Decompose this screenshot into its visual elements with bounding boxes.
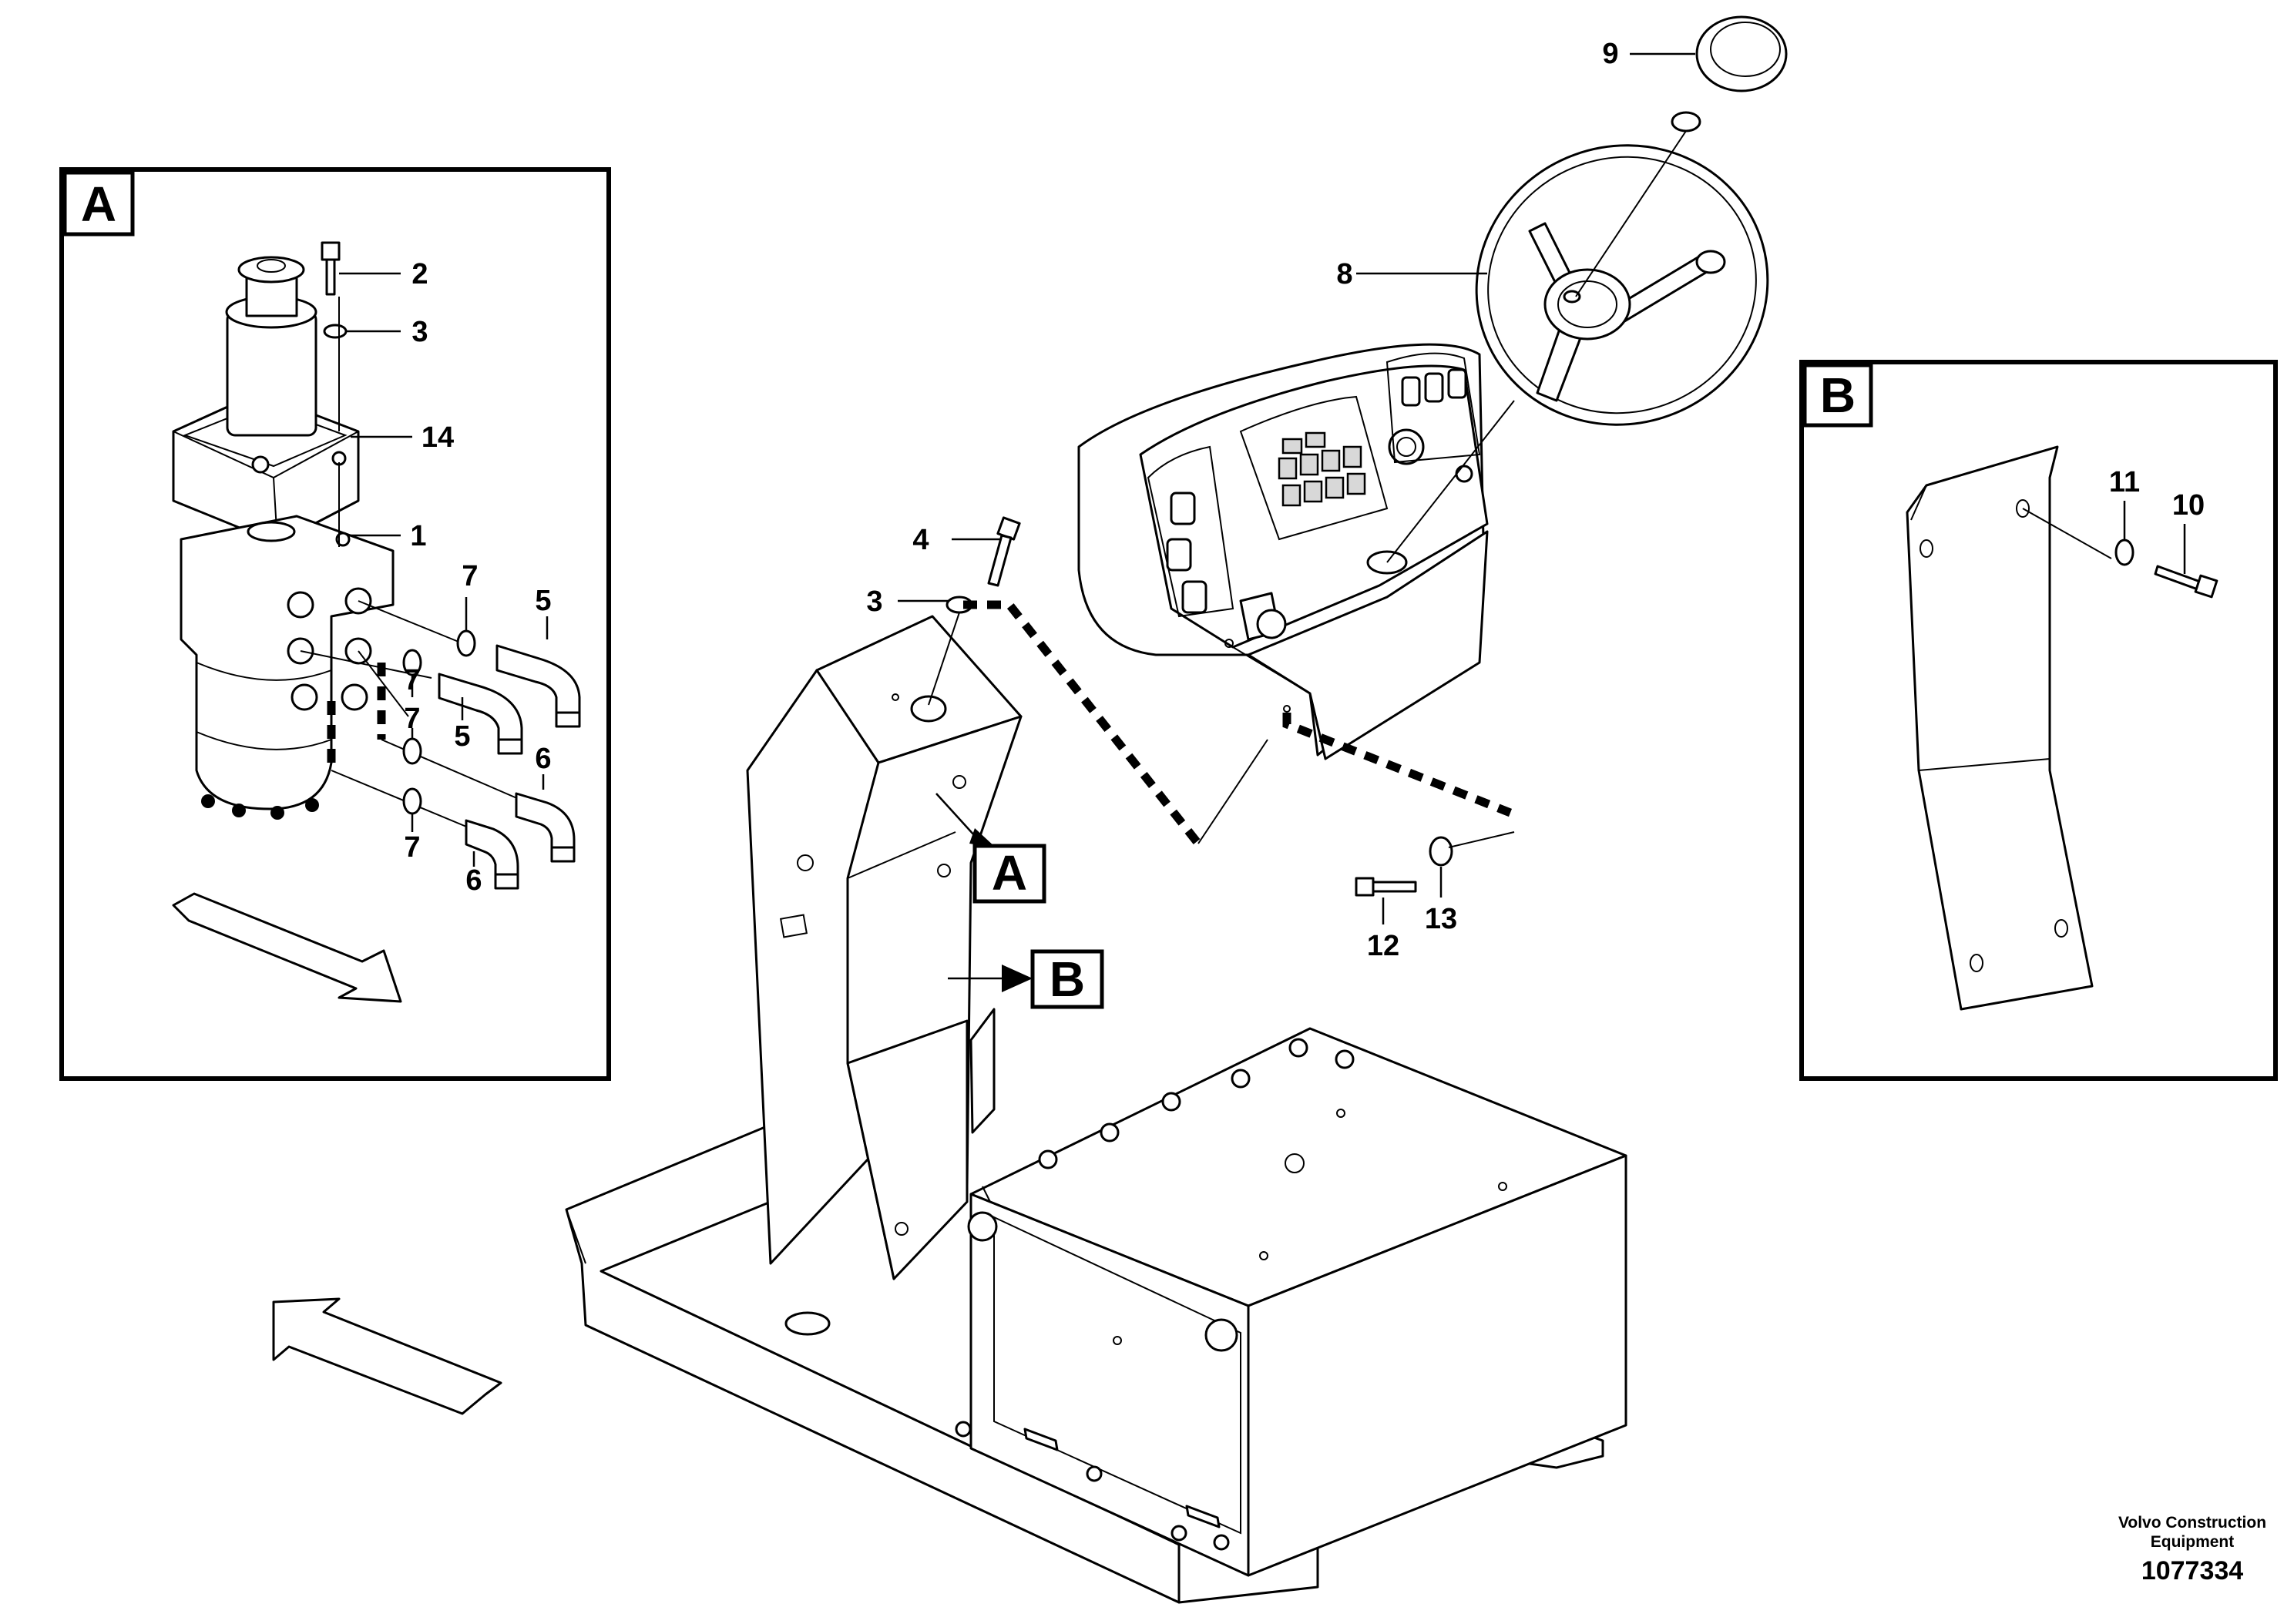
steering-unit-body: [180, 515, 395, 820]
steering-column-pillar: [746, 615, 1023, 1280]
detail-view-b: B 11 10: [1799, 360, 2278, 1081]
horn-cap: [1695, 15, 1788, 92]
detail-b-letter: B: [1820, 367, 1856, 423]
washer-3: [323, 324, 348, 339]
detail-a-label-box: [62, 170, 135, 237]
elbow-fitting-6a: [515, 792, 576, 863]
callout-8: 8: [1336, 258, 1352, 290]
bolt-10: [2154, 565, 2218, 599]
callout-6a: 6: [535, 743, 551, 775]
detail-view-a: A: [59, 167, 611, 1081]
battery-box: [955, 1027, 1627, 1577]
o-ring-7a: [456, 629, 476, 657]
hose-routing-main-1: [963, 600, 1202, 847]
bolt-12: [1355, 877, 1417, 897]
callout-6b: 6: [465, 864, 482, 897]
title-block: Volvo Construction Equipment 1077334: [2118, 1514, 2266, 1585]
callout-2: 2: [411, 258, 428, 290]
callout-1: 1: [410, 520, 426, 552]
drawing-number: 1077334: [2141, 1556, 2243, 1585]
view-ref-b: B: [1050, 951, 1085, 1007]
callout-14: 14: [422, 421, 454, 454]
washer-11: [2114, 539, 2134, 566]
view-ref-a-box: [972, 844, 1046, 904]
callout-7b: 7: [404, 664, 420, 696]
callout-5a: 5: [535, 585, 551, 617]
direction-arrow-main: [272, 1297, 502, 1415]
o-ring-7d: [402, 787, 422, 815]
company-line-2: Equipment: [2151, 1533, 2235, 1551]
direction-arrow-a: [172, 892, 402, 1003]
washer-13: [1429, 836, 1453, 867]
callout-4: 4: [912, 524, 929, 556]
o-ring-7c: [402, 737, 422, 765]
view-ref-b-box: [1030, 949, 1104, 1009]
steering-nut: [1671, 111, 1701, 133]
bolt-2: [321, 241, 341, 296]
detail-b-label-box: [1802, 363, 1873, 428]
callout-7c: 7: [404, 703, 420, 735]
callout-12: 12: [1367, 930, 1399, 962]
view-ref-a: A: [992, 845, 1027, 901]
callout-13: 13: [1425, 903, 1457, 935]
callout-5b: 5: [454, 720, 470, 753]
callout-7a: 7: [462, 560, 478, 592]
hose-routing-main-2: [1282, 713, 1513, 817]
callout-3-detail-a: 3: [411, 316, 428, 348]
callout-7d: 7: [404, 831, 420, 864]
bolt-4: [987, 516, 1021, 587]
callout-3-main: 3: [866, 586, 882, 618]
steering-unit-column: [172, 256, 360, 545]
main-assembly: 9 8 4 3 12 13 A B: [272, 15, 1788, 1604]
steering-wheel: [1475, 144, 1769, 426]
elbow-fitting-6b: [465, 819, 519, 890]
detail-a-letter: A: [81, 176, 116, 232]
elbow-fitting-5a: [495, 644, 581, 728]
callout-9: 9: [1602, 38, 1618, 70]
bracket-plate: [1906, 445, 2094, 1011]
company-line-1: Volvo Construction: [2118, 1514, 2266, 1532]
elbow-fitting-5b: [438, 673, 523, 755]
instrument-panel: [1077, 343, 1489, 760]
callout-10: 10: [2172, 489, 2205, 522]
callout-11: 11: [2109, 466, 2140, 498]
